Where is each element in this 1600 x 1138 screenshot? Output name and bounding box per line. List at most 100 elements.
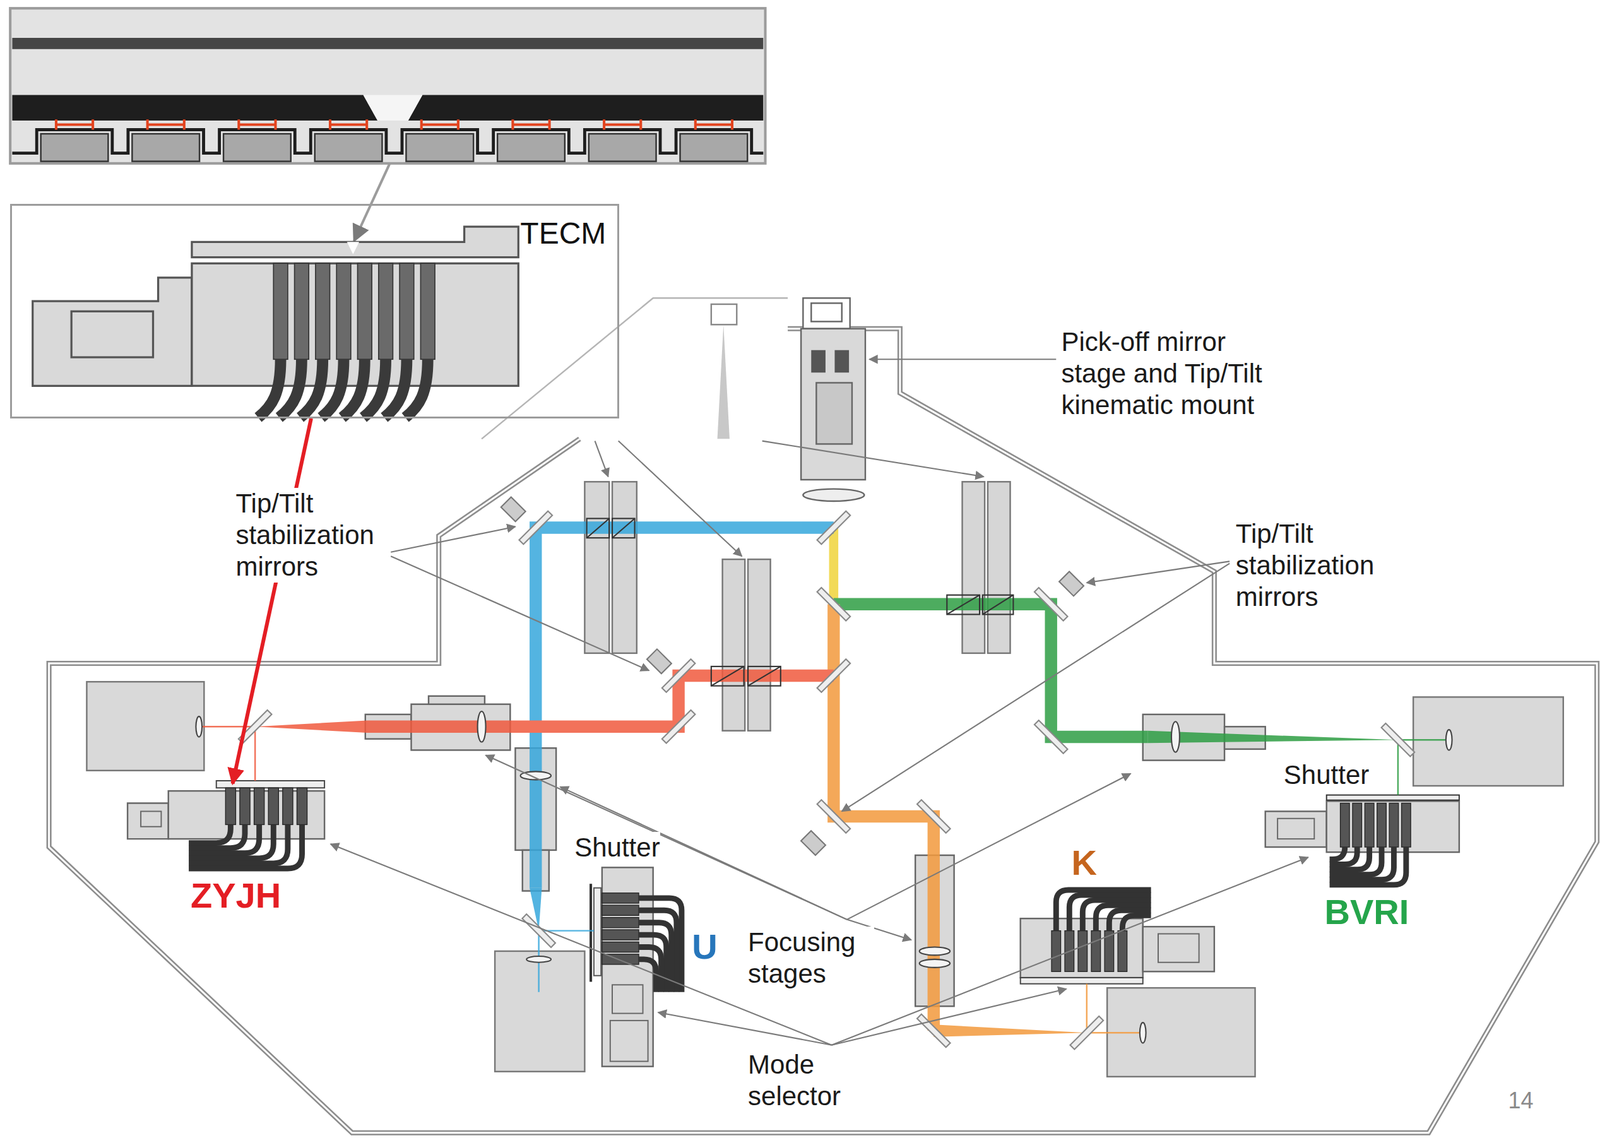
prism-stage (722, 559, 746, 731)
lens (919, 959, 951, 968)
mode-selector-bvri (1329, 847, 1382, 875)
tecm-assembly (71, 311, 153, 358)
tecm-assembly (258, 263, 288, 418)
mode-selector-zyjh (127, 803, 169, 840)
band-name: ZYJH (190, 875, 281, 916)
mode-selector-u (602, 917, 639, 928)
lens (526, 956, 552, 963)
fiber-comb-detail (11, 95, 378, 121)
mode-selector-u (602, 905, 639, 916)
housing-outline (49, 328, 1598, 1133)
mode-selector-k (1020, 889, 1215, 984)
mode-selector-bvri (1340, 803, 1412, 848)
fiber-comb-detail (41, 133, 109, 162)
mode-selector-bvri (1329, 847, 1370, 870)
page-number-holder: 14 (1507, 1087, 1534, 1115)
mode-selector-k (1051, 930, 1128, 972)
leader-line (831, 857, 1309, 1045)
tecm-assembly (278, 263, 309, 418)
light-beam (254, 720, 368, 733)
prism (711, 666, 745, 687)
mirror (817, 587, 851, 622)
fiber-comb-detail (330, 119, 367, 130)
mode-selector-u (602, 929, 639, 940)
mirror (800, 830, 826, 856)
mode-selector-bvri (1265, 811, 1327, 848)
leader-line (1086, 561, 1230, 583)
mode-selector-u (638, 922, 672, 993)
fiber-comb-detail (238, 119, 276, 130)
assembly-name: TECM (520, 215, 606, 251)
mode-selector-zyjh (188, 824, 245, 848)
prism-stage (747, 559, 771, 731)
fiber-comb-detail (695, 119, 733, 130)
mode-selector-bvri (1329, 847, 1407, 885)
leader-line (762, 441, 984, 478)
mode-selector-bvri (1326, 795, 1460, 801)
mirror (817, 658, 851, 693)
tecm-assembly (300, 263, 331, 418)
mode-selector-zyjh (268, 787, 279, 825)
part-name: Shutter (574, 831, 660, 864)
mode-selector-bvri (1364, 803, 1375, 848)
pick-off-stage (834, 350, 849, 374)
callout-text-holder: Tip/Tilt stabilization mirrors (1235, 518, 1388, 613)
mirror (518, 511, 553, 545)
mode-selector-zyjh (296, 787, 307, 825)
mode-selector-k (1091, 930, 1101, 972)
leader-line (618, 441, 743, 557)
mode-selector-bvri (1377, 803, 1387, 848)
mode-selector-u (638, 898, 682, 993)
mode-selector-k (1078, 930, 1088, 972)
fiber-comb-detail (11, 130, 764, 154)
mode-selector-bvri (1329, 847, 1395, 880)
tecm-assembly (32, 277, 192, 386)
pick-off-stage (802, 297, 850, 329)
leader-line (485, 755, 848, 920)
mode-selector-k (1082, 900, 1151, 931)
mode-selector-group: ZYJH (122, 783, 327, 921)
mode-selector-zyjh (239, 787, 250, 825)
tecm-assembly (347, 241, 360, 254)
mode-selector-k (1158, 933, 1200, 962)
tecm-assembly (363, 263, 394, 418)
mode-selector-u (602, 893, 639, 904)
lens (919, 946, 951, 955)
mode-selector-bvri (1340, 803, 1351, 848)
pick-off-stage (811, 350, 826, 374)
camera-body (86, 681, 1563, 1077)
mode-selector-k (1069, 894, 1151, 931)
fiber-comb-detail (147, 119, 185, 130)
mode-selector-u (610, 1020, 649, 1062)
mode-selector-bvri (1329, 847, 1346, 860)
light-beam (833, 604, 1149, 737)
mode-selector-k (1020, 977, 1144, 984)
fiber-comb-detail (10, 8, 765, 164)
prism-stage (584, 481, 610, 654)
band-name: U (691, 926, 718, 967)
prism (946, 595, 980, 615)
prism (982, 595, 1014, 615)
mode-selector-zyjh (127, 780, 325, 869)
mode-selector-zyjh (254, 787, 265, 825)
camera-body (494, 951, 585, 1072)
mode-selector-bvri (1277, 818, 1315, 839)
camera-body (86, 681, 204, 771)
lens (1139, 1022, 1147, 1043)
mode-selector-zyjh (225, 787, 236, 825)
mirror (646, 648, 672, 674)
lens (477, 711, 486, 743)
light-beam (829, 527, 839, 605)
mode-selector-zyjh (188, 824, 231, 843)
mode-selector-u (638, 898, 682, 993)
mode-selector-zyjh (282, 787, 293, 825)
tecm-assembly (384, 263, 415, 418)
prism (586, 518, 610, 538)
part-name: Shutter (1283, 759, 1369, 791)
callout-text-holder: Tip/Tilt stabilization mirrors (235, 487, 387, 583)
mode-selector-u (638, 910, 677, 992)
prism-stage (962, 481, 986, 654)
leader-line (330, 359, 1309, 1045)
housing-outline (49, 297, 1598, 1133)
tecm-assembly (32, 226, 519, 418)
